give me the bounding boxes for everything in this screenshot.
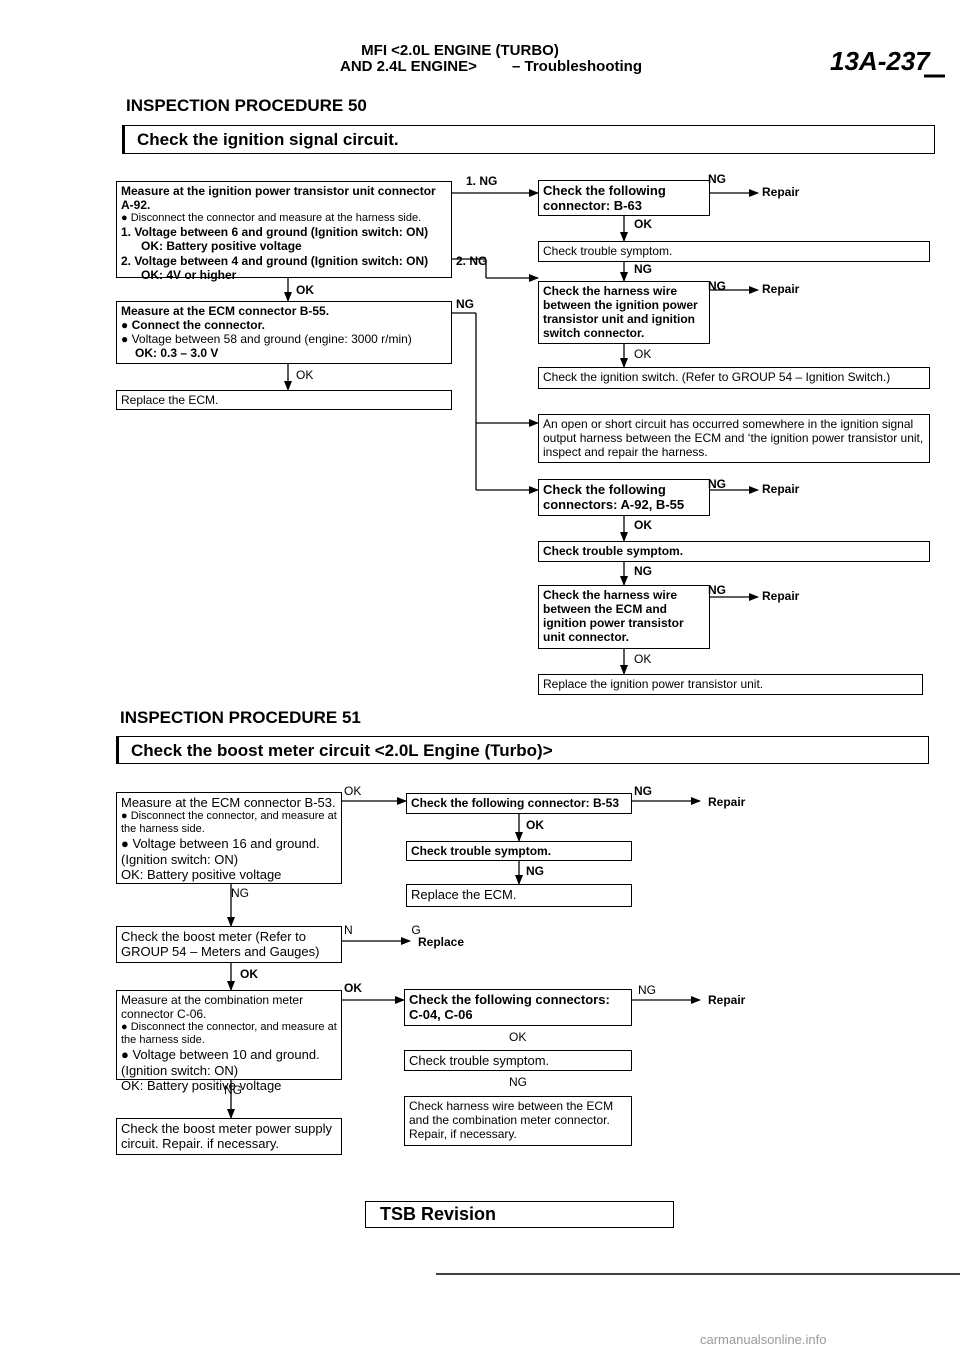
label-ng: NG (634, 784, 652, 798)
p51-check-power-supply: Check the boost meter power supply circu… (116, 1118, 342, 1155)
label-ng: NG (708, 172, 726, 186)
repair-label: Repair (762, 185, 800, 199)
p51-box1-bullet2: ● Voltage between 16 and ground. (Igniti… (121, 836, 320, 867)
label-ng: NG (708, 477, 726, 491)
p51-box3-title: Measure at the combination meter connect… (121, 993, 304, 1022)
p50-check-trouble-symptom-2: Check trouble symptom. (538, 541, 930, 562)
label-ng: NG (224, 1083, 242, 1097)
label-ng: NG (708, 279, 726, 293)
label-ok: OK (634, 217, 652, 231)
bullet-icon: ● (121, 810, 131, 823)
p50-box1-line3: 2. Voltage between 4 and ground (Ignitio… (121, 253, 429, 268)
p51-measure-combination-meter-box: Measure at the combination meter connect… (116, 990, 342, 1093)
label-ng: NG (456, 297, 474, 311)
repair-label: Repair (762, 589, 800, 603)
label-ok: OK (634, 347, 652, 361)
label-ok: OK (296, 368, 314, 382)
p50-check-connector-b63: Check the following connector: B-63 (538, 180, 710, 216)
p50-check-connectors-a92-b55: Check the following connectors: A-92, B-… (538, 479, 710, 516)
p51-check-trouble-symptom-1: Check trouble symptom. (406, 841, 632, 861)
p51-box3-bullet1: ● Disconnect the connector, and measure … (121, 1021, 337, 1047)
label-ok: OK (634, 652, 652, 666)
repair-label: Repair (762, 282, 800, 296)
replace-label: Replace (418, 935, 465, 949)
label-ng: NG (708, 583, 726, 597)
procedure-51-heading: INSPECTION PROCEDURE 51 (120, 708, 361, 727)
bullet-icon: ● (121, 1021, 131, 1034)
p50-box1-line4: OK: 4V or higher (141, 267, 237, 282)
watermark: carmanualsonline.info (700, 1332, 827, 1347)
label-ok: OK (344, 981, 362, 995)
p51-box1-title: Measure at the ECM connector B-53. (121, 795, 336, 810)
label-ok: OK (634, 518, 652, 532)
label-ng: NG (526, 864, 544, 878)
procedure-50-title: Check the ignition signal circuit. (122, 125, 935, 154)
p50-box2-bullet2: ● Voltage between 58 and ground (engine:… (121, 332, 412, 347)
label-ok: OK (296, 283, 314, 297)
label-ok: OK (526, 818, 544, 832)
p50-replace-ecm: Replace the ECM. (116, 390, 452, 410)
bullet-icon: ● (121, 332, 132, 347)
repair-label: Repair (762, 482, 800, 496)
repair-label: Repair (708, 795, 746, 809)
p51-check-connector-b53: Check the following connector: B-53 (406, 793, 632, 814)
p50-replace-transistor-unit: Replace the ignition power transistor un… (538, 674, 923, 695)
repair-label: Repair (708, 993, 746, 1007)
p51-box1-ok: OK: Battery positive voltage (121, 866, 282, 882)
p51-check-connectors-c04-c06: Check the following connectors: C-04, C-… (404, 989, 632, 1026)
p51-box3-bullet2: ● Voltage between 10 and ground. (Igniti… (121, 1047, 320, 1078)
label-1-ng: 1. NG (466, 174, 498, 188)
header-line2b: – Troubleshooting (512, 58, 642, 75)
label-ng: NG (509, 1075, 527, 1089)
p50-check-harness-transistor-switch: Check the harness wire between the ignit… (538, 281, 710, 344)
p51-box3-ok: OK: Battery positive voltage (121, 1077, 282, 1093)
p50-check-trouble-symptom-1: Check trouble symptom. (538, 241, 930, 262)
p50-check-harness-ecm-transistor: Check the harness wire between the ECM a… (538, 585, 710, 649)
label-ng: NG (231, 886, 249, 900)
p50-measure-transistor-box: Measure at the ignition power transistor… (116, 181, 452, 282)
label-n-g: N G (344, 923, 421, 937)
p51-replace-ecm: Replace the ECM. (406, 884, 632, 907)
p51-check-boost-meter: Check the boost meter (Refer to GROUP 54… (116, 926, 342, 963)
p50-box2-ok: OK: 0.3 – 3.0 V (135, 346, 219, 361)
p51-measure-ecm-box: Measure at the ECM connector B-53. ● Dis… (116, 792, 342, 884)
label-ng: NG (634, 564, 652, 578)
label-ok: OK (344, 784, 362, 798)
procedure-50-heading: INSPECTION PROCEDURE 50 (126, 96, 367, 115)
bullet-icon: ● (121, 318, 132, 333)
label-ng: NG (638, 983, 656, 997)
p50-check-ignition-switch: Check the ignition switch. (Refer to GRO… (538, 367, 930, 389)
bullet-icon: ● (121, 1047, 133, 1063)
label-2-ng: 2. NG (456, 254, 488, 268)
p50-box1-title: Measure at the ignition power transistor… (121, 184, 436, 213)
p50-measure-ecm-box: Measure at the ECM connector B-55. ● Con… (116, 301, 452, 364)
p51-check-harness-ecm-meter: Check harness wire between the ECM and t… (404, 1096, 632, 1146)
page-number: 13A-237 (830, 46, 930, 76)
p50-box2-title: Measure at the ECM connector B-55. (121, 304, 330, 318)
p51-box1-bullet1: ● Disconnect the connector, and measure … (121, 810, 337, 836)
tsb-revision-box: TSB Revision (365, 1201, 674, 1228)
p50-box2-bullet1: ● Connect the connector. (121, 318, 265, 333)
header-line1: MFI <2.0L ENGINE (TURBO) (361, 42, 559, 59)
header-line2a: AND 2.4L ENGINE> (340, 58, 477, 75)
p51-check-trouble-symptom-2: Check trouble symptom. (404, 1050, 632, 1071)
label-ok: OK (240, 967, 258, 981)
p50-box1-bullet: ● Disconnect the connector and measure a… (121, 212, 422, 225)
bullet-icon: ● (121, 836, 133, 852)
p50-box1-line2: OK: Battery positive voltage (141, 239, 302, 254)
bullet-icon: ● (121, 212, 131, 225)
p50-box1-line1: 1. Voltage between 6 and ground (Ignitio… (121, 225, 429, 240)
p50-open-short-circuit-note: An open or short circuit has occurred so… (538, 414, 930, 463)
label-ng: NG (634, 262, 652, 276)
label-ok: OK (509, 1030, 527, 1044)
procedure-51-title: Check the boost meter circuit <2.0L Engi… (116, 736, 929, 764)
